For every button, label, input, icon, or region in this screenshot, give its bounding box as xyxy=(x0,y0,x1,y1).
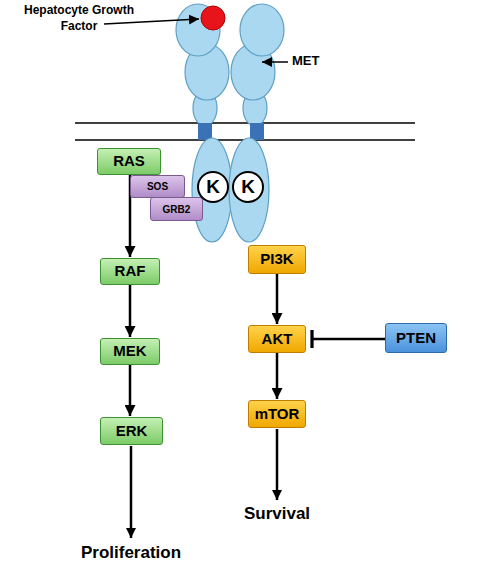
signal-arrow xyxy=(129,365,132,416)
receptor-domain xyxy=(240,4,284,56)
kinase-domain xyxy=(192,138,232,242)
ligand-label: Hepatocyte Growth Factor xyxy=(20,3,138,34)
node-text: GRB2 xyxy=(163,204,191,215)
node-text: K xyxy=(206,177,220,198)
signal-arrow xyxy=(276,353,279,399)
node-text: PTEN xyxy=(396,330,436,347)
outcome-arrow xyxy=(276,429,279,500)
outcome-label: Proliferation xyxy=(45,542,217,564)
receptor-intracellular xyxy=(192,138,269,242)
receptor-label: MET xyxy=(292,53,352,70)
node-text: mTOR xyxy=(255,406,300,423)
node-text: ERK xyxy=(116,423,148,440)
signal-arrow xyxy=(276,274,279,324)
signal-arrow xyxy=(129,285,132,337)
receptor-extracellular xyxy=(176,4,284,126)
adaptor-box: GRB2 xyxy=(150,197,203,221)
transmembrane-segment xyxy=(198,123,212,140)
kinase-circle: K xyxy=(232,171,264,203)
node-text: RAF xyxy=(115,263,146,280)
adaptor-box: SOS xyxy=(130,175,185,198)
node-text: MEK xyxy=(113,343,146,360)
inhibitor-box: PTEN xyxy=(385,323,447,353)
pointer-arrow xyxy=(104,19,199,24)
node-text: SOS xyxy=(147,181,168,192)
protein-box: AKT xyxy=(248,325,306,353)
pointer-arrow xyxy=(262,61,288,63)
signal-arrow xyxy=(129,175,132,257)
protein-box: PI3K xyxy=(248,245,306,274)
inhibition-line xyxy=(312,338,385,341)
node-text: PI3K xyxy=(260,251,293,268)
outcome-label: Survival xyxy=(212,503,342,525)
node-text: AKT xyxy=(262,331,293,348)
node-text: RAS xyxy=(113,153,145,170)
node-text: K xyxy=(241,177,255,198)
ligand-circle xyxy=(201,6,225,30)
protein-box: RAS xyxy=(97,148,161,175)
kinase-circle: K xyxy=(197,171,229,203)
kinase-domain xyxy=(229,138,269,242)
outcome-arrow xyxy=(130,446,133,538)
transmembrane-segment xyxy=(250,123,264,140)
protein-box: MEK xyxy=(100,338,160,365)
protein-box: ERK xyxy=(100,417,163,445)
protein-box: RAF xyxy=(100,258,160,285)
protein-box: mTOR xyxy=(248,400,306,428)
membrane-line xyxy=(75,122,415,124)
